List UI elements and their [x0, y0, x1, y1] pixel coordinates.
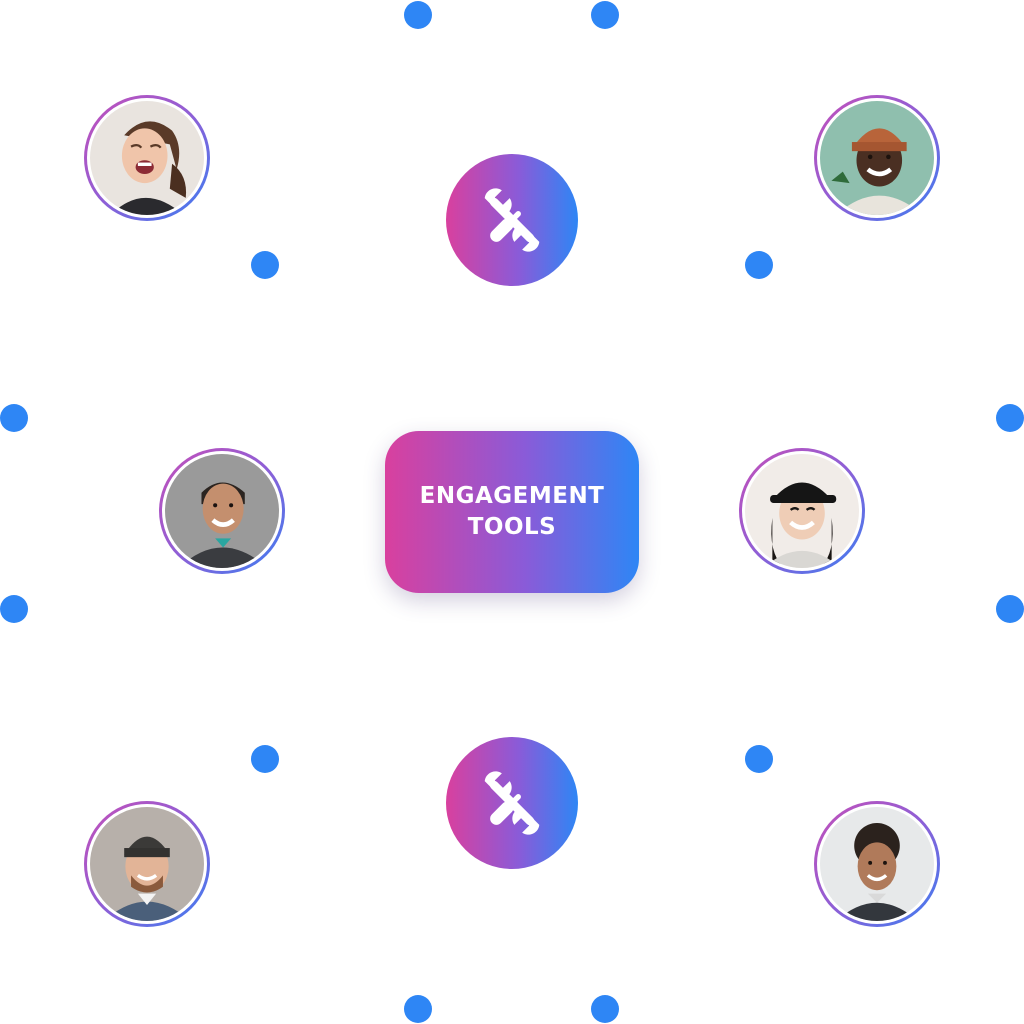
wrench-screwdriver-icon: [484, 188, 540, 252]
avatar-man-grey-beanie: [84, 801, 210, 927]
avatar-woman-curly-hair: [814, 801, 940, 927]
decorative-dot: [745, 745, 773, 773]
portrait-woman-curly-hair: [820, 807, 934, 921]
portrait-man-grey-beanie: [90, 807, 204, 921]
wrench-screwdriver-icon: [484, 771, 540, 835]
portrait-man-orange-beanie: [820, 101, 934, 215]
decorative-dot: [591, 995, 619, 1023]
avatar-woman-black-cap: [739, 448, 865, 574]
tools-badge-top: [446, 154, 578, 286]
engagement-tools-title-line2: TOOLS: [467, 514, 557, 540]
avatar-woman-laughing: [84, 95, 210, 221]
avatar-man-orange-beanie: [814, 95, 940, 221]
decorative-dot: [404, 1, 432, 29]
engagement-tools-title-line1: ENGAGEMENT: [419, 483, 605, 509]
decorative-dot: [0, 404, 28, 432]
decorative-dot: [591, 1, 619, 29]
decorative-dot: [251, 745, 279, 773]
avatar-man-smiling-polo: [159, 448, 285, 574]
portrait-woman-black-cap: [745, 454, 859, 568]
decorative-dot: [0, 595, 28, 623]
decorative-dot: [404, 995, 432, 1023]
decorative-dot: [996, 595, 1024, 623]
engagement-tools-card: ENGAGEMENT TOOLS: [385, 431, 639, 593]
decorative-dot: [996, 404, 1024, 432]
decorative-dot: [745, 251, 773, 279]
portrait-woman-laughing: [90, 101, 204, 215]
portrait-man-smiling-polo: [165, 454, 279, 568]
tools-badge-bottom: [446, 737, 578, 869]
decorative-dot: [251, 251, 279, 279]
